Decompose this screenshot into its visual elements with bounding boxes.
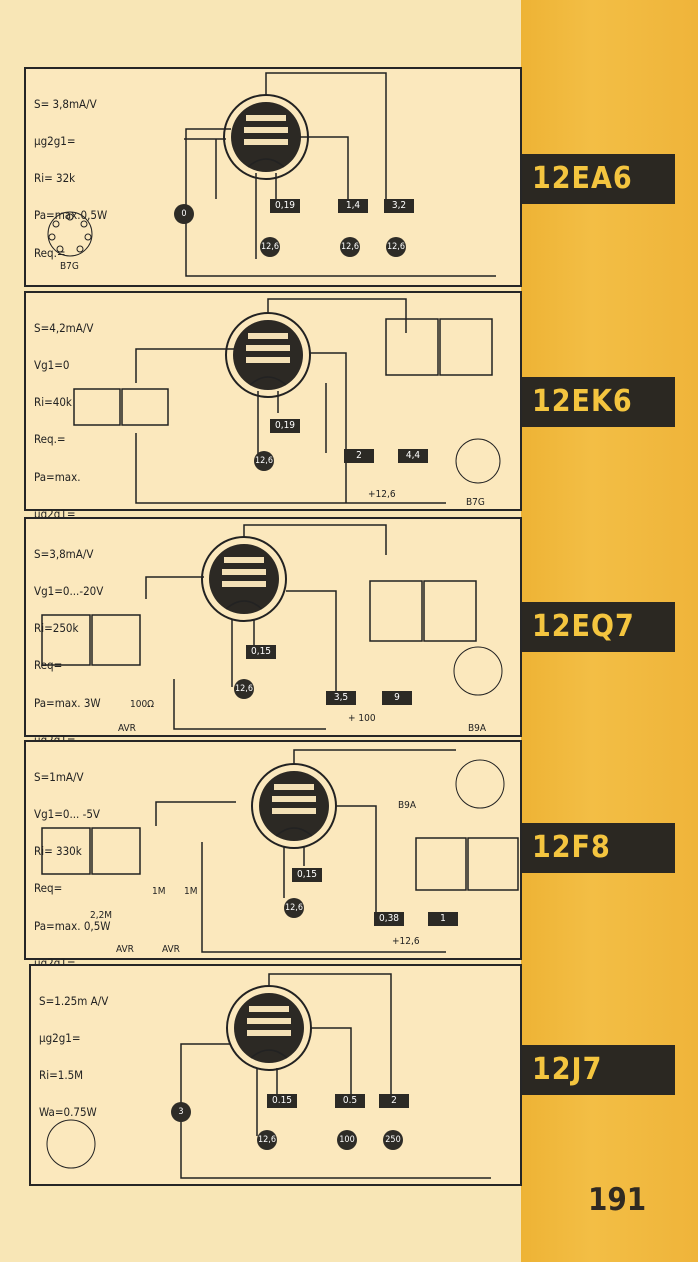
avr-label: AVR xyxy=(116,944,134,955)
resistor-label: 1M xyxy=(152,886,166,897)
value-box: 0,15 xyxy=(292,868,322,882)
value-box: 0,15 xyxy=(246,645,276,659)
supply-circle: 12,6 xyxy=(234,679,254,699)
params-12ek6: S=4,2mA/V Vg1=0 Ri=40k Req.= Pa=max. µg2… xyxy=(34,297,93,545)
panel-12j7: S=1.25m A/V µg2g1= Ri=1.5M Wa=0.75W 0.15… xyxy=(29,964,522,1186)
value-box: 0.15 xyxy=(267,1094,297,1108)
param-line: Req.= xyxy=(34,245,66,260)
param-line: S=1.25m A/V xyxy=(39,993,109,1008)
param-line: Vg1=0 xyxy=(34,358,70,373)
param-line: Ri=40k xyxy=(34,395,72,410)
param-line: Pa=max. 0,5W xyxy=(34,918,111,933)
schematic-12ea6 xyxy=(47,72,496,277)
param-line: Req.= xyxy=(34,432,66,447)
schematic-12f8 xyxy=(41,749,519,953)
supply-circle: 12,6 xyxy=(386,237,406,257)
param-line: Ri=250k xyxy=(34,621,79,636)
tube-label-12eq7: 12EQ7 xyxy=(522,602,675,652)
param-line: Pa=max. xyxy=(34,469,81,484)
value-box: 1,4 xyxy=(338,199,368,213)
schematic-12ek6 xyxy=(73,298,501,504)
value-box: 0,38 xyxy=(374,912,404,926)
panel-12f8: S=1mA/V Vg1=0... -5V Ri= 330k Req= Pa=ma… xyxy=(24,740,522,969)
supply-circle: 0 xyxy=(174,204,194,224)
params-12f8: S=1mA/V Vg1=0... -5V Ri= 330k Req= Pa=ma… xyxy=(34,746,111,994)
param-line: S=4,2mA/V xyxy=(34,320,94,335)
param-line: S= 3,8mA/V xyxy=(34,96,97,111)
params-12ea6: S= 3,8mA/V µg2g1= Ri= 32k Pa=max.0,5W Re… xyxy=(34,73,107,284)
resistor-label: 1M xyxy=(184,886,198,897)
supply-circle: 12,6 xyxy=(260,237,280,257)
param-line: µg2g1= xyxy=(34,134,76,149)
value-box: 2 xyxy=(379,1094,409,1108)
param-line: µg2g1= xyxy=(39,1031,81,1046)
avr-label: AVR xyxy=(162,944,180,955)
panel-12ek6: S=4,2mA/V Vg1=0 Ri=40k Req.= Pa=max. µg2… xyxy=(24,291,522,520)
supply-circle: 12,6 xyxy=(340,237,360,257)
supply-text: + 100 xyxy=(348,713,376,724)
supply-circle: 12,6 xyxy=(254,451,274,471)
page-number: 191 xyxy=(588,1182,647,1218)
param-line: S=1mA/V xyxy=(34,769,84,784)
tube-label-12ek6: 12EK6 xyxy=(522,377,675,427)
schematic-12j7 xyxy=(46,973,491,1179)
param-line: Pa=max. 3W xyxy=(34,695,101,710)
socket-label: B9A xyxy=(468,723,487,734)
socket-label: B9A xyxy=(398,800,417,811)
params-12j7: S=1.25m A/V µg2g1= Ri=1.5M Wa=0.75W xyxy=(39,970,108,1144)
param-line: Ri=1.5M xyxy=(39,1068,84,1083)
supply-text: +12,6 xyxy=(392,936,420,947)
value-box: 0,19 xyxy=(270,419,300,433)
socket-label: B7G xyxy=(60,261,79,272)
param-line: Req= xyxy=(34,881,63,896)
value-box: 3,2 xyxy=(384,199,414,213)
supply-circle: 12,6 xyxy=(257,1130,277,1150)
value-box: 4,4 xyxy=(398,449,428,463)
tube-label-12f8: 12F8 xyxy=(522,823,675,873)
supply-circle: 100 xyxy=(337,1130,357,1150)
supply-text: +12,6 xyxy=(368,489,396,500)
param-line: Ri= 330k xyxy=(34,844,82,859)
param-line: Pa=max.0,5W xyxy=(34,208,108,223)
supply-circle: 250 xyxy=(383,1130,403,1150)
param-line: S=3,8mA/V xyxy=(34,546,94,561)
resistor-label: 2,2M xyxy=(90,910,113,921)
value-box: 0,19 xyxy=(270,199,300,213)
param-line: Wa=0.75W xyxy=(39,1105,97,1120)
panel-12eq7: S=3,8mA/V Vg1=0...-20V Ri=250k Req= Pa=m… xyxy=(24,517,522,746)
supply-circle: 12,6 xyxy=(284,898,304,918)
value-box: 2 xyxy=(344,449,374,463)
value-box: 3,5 xyxy=(326,691,356,705)
panel-12ea6: S= 3,8mA/V µg2g1= Ri= 32k Pa=max.0,5W Re… xyxy=(24,67,522,287)
param-line: Vg1=0... -5V xyxy=(34,807,101,822)
value-box: 1 xyxy=(428,912,458,926)
value-box: 0.5 xyxy=(335,1094,365,1108)
resistor-label: 100Ω xyxy=(130,699,155,710)
param-line: Vg1=0...-20V xyxy=(34,584,104,599)
schematic-12eq7 xyxy=(41,524,503,730)
socket-label: B7G xyxy=(466,497,485,508)
tube-label-12ea6: 12EA6 xyxy=(522,154,675,204)
supply-circle: 3 xyxy=(171,1102,191,1122)
value-box: 9 xyxy=(382,691,412,705)
tube-label-12j7: 12J7 xyxy=(522,1045,675,1095)
avr-label: AVR xyxy=(118,723,136,734)
param-line: Ri= 32k xyxy=(34,171,76,186)
